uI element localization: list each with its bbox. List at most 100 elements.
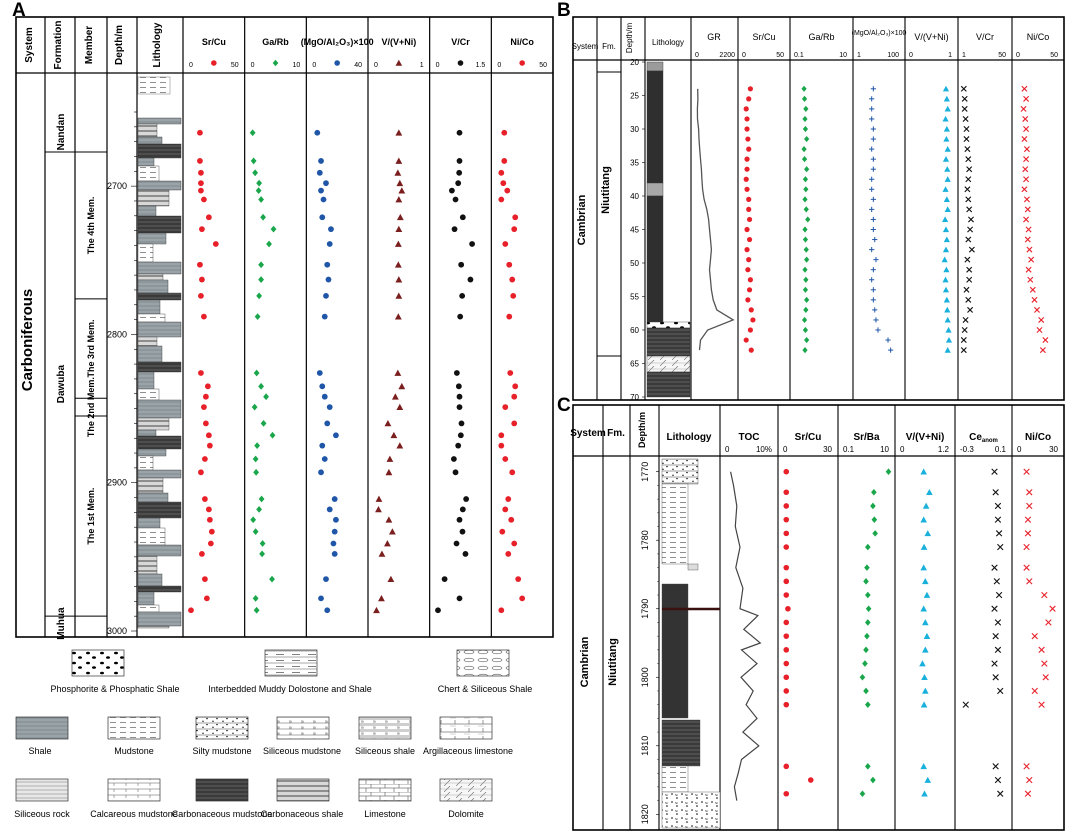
data-point	[462, 550, 469, 557]
depth-tick-label: 65	[630, 360, 639, 369]
data-point	[942, 246, 950, 253]
lithology-bed	[137, 189, 170, 207]
lithology-bed	[661, 719, 701, 767]
legend-symbol	[211, 60, 217, 66]
data-point	[258, 382, 264, 390]
data-point	[870, 196, 876, 202]
data-point	[451, 226, 458, 233]
panel-letter: C	[557, 395, 571, 416]
data-point	[259, 540, 266, 547]
lithology-bed	[646, 327, 691, 357]
data-point	[748, 347, 754, 353]
lithology-bed	[137, 585, 182, 593]
data-point	[318, 187, 324, 194]
formation-label: Nandan	[56, 114, 67, 151]
cross-stroke	[1038, 646, 1045, 654]
cross-stroke	[1024, 790, 1032, 797]
data-point	[885, 337, 891, 343]
data-point	[254, 442, 261, 450]
data-point	[801, 85, 807, 92]
data-point	[258, 276, 264, 283]
data-point	[1023, 156, 1030, 163]
data-point	[745, 267, 751, 273]
data-point	[872, 236, 878, 243]
lithology-bed	[137, 492, 169, 503]
data-point	[198, 370, 204, 376]
lithology-bed	[661, 791, 721, 829]
depth-tick-label: 1820	[640, 804, 650, 824]
data-point	[804, 256, 810, 263]
data-point	[1029, 286, 1036, 293]
data-point	[251, 403, 258, 411]
legend-swatch	[456, 649, 510, 677]
depth-tick-label: 30	[630, 125, 639, 134]
data-point	[398, 187, 406, 194]
cross-stroke	[997, 687, 1004, 695]
data-point	[803, 206, 809, 213]
data-point	[323, 180, 329, 187]
lithology-bed	[137, 388, 160, 401]
cross-stroke	[1021, 186, 1028, 193]
data-point	[801, 156, 808, 163]
data-point	[384, 540, 391, 547]
x-tick-label: 0	[783, 445, 788, 454]
data-point	[507, 370, 514, 376]
legend-label: Carbonaceous shale	[261, 809, 344, 819]
x-tick-label: 1.5	[476, 62, 486, 69]
data-point	[960, 85, 967, 92]
lithology-bed	[687, 563, 699, 571]
lithology-bed	[137, 573, 163, 587]
data-point	[885, 468, 892, 476]
data-point	[785, 605, 791, 612]
data-point	[920, 763, 927, 770]
cross-stroke	[1038, 701, 1045, 708]
track-title: Sr/Cu	[202, 37, 226, 47]
data-point	[260, 213, 266, 221]
data-point	[510, 292, 517, 299]
depth-tick-label: 20	[630, 58, 639, 67]
data-point	[384, 420, 392, 427]
data-point	[1031, 296, 1038, 303]
data-point	[505, 496, 512, 502]
data-point	[324, 261, 331, 268]
cross-stroke	[1038, 316, 1045, 323]
cross-stroke	[965, 236, 972, 243]
data-point	[508, 516, 515, 523]
data-point	[870, 216, 876, 223]
lithology-bed	[137, 604, 160, 613]
data-point	[197, 158, 203, 164]
data-point	[1041, 591, 1048, 599]
data-point	[924, 530, 932, 537]
data-point	[994, 619, 1002, 626]
data-point	[942, 186, 949, 192]
data-point	[967, 216, 974, 223]
data-point	[783, 503, 790, 509]
data-point	[922, 646, 929, 653]
data-point	[865, 701, 871, 708]
legend-label: Dolomite	[448, 809, 484, 819]
data-point	[390, 431, 398, 439]
cross-stroke	[1025, 226, 1032, 233]
data-point	[506, 261, 513, 268]
cross-stroke	[962, 701, 969, 708]
data-point	[252, 169, 259, 177]
data-point	[997, 790, 1004, 797]
data-point	[920, 605, 927, 612]
lithology-bed	[137, 544, 182, 557]
data-point	[750, 317, 756, 323]
legend-swatch	[264, 649, 318, 677]
data-point	[1022, 115, 1029, 122]
cross-stroke	[965, 196, 972, 203]
x-tick-label: 0	[909, 52, 913, 59]
x-tick-label: 10	[839, 52, 847, 59]
data-point	[961, 327, 968, 333]
data-point	[1027, 276, 1034, 283]
system-carboniferous: Carboniferous	[19, 289, 36, 392]
data-point	[746, 206, 752, 212]
data-point	[944, 166, 951, 172]
cross-stroke	[1024, 236, 1031, 243]
data-point	[333, 516, 339, 523]
formation-label: Dawuba	[56, 364, 67, 403]
data-point	[333, 432, 339, 439]
